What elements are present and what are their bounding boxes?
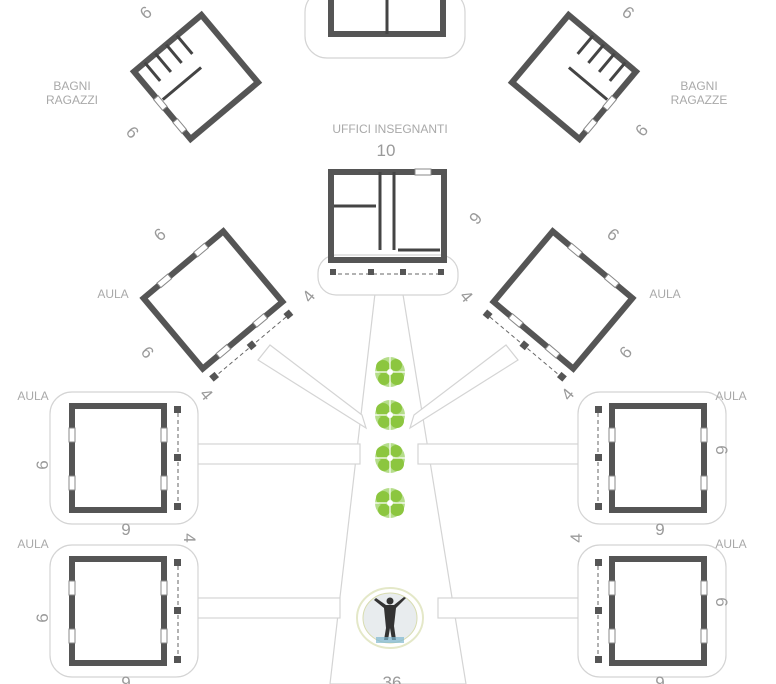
tree-icon <box>374 356 406 388</box>
uffici-label: UFFICI INSEGNANTI <box>332 122 447 136</box>
tree-icon <box>374 487 406 519</box>
dim-uffici-10: 10 <box>377 141 396 160</box>
aula-label-right-2: AULA <box>715 537 746 551</box>
dim-uffici-9: 9 <box>465 209 486 228</box>
tree-icon <box>374 442 406 474</box>
aula-label-right-rotated: AULA <box>649 287 680 301</box>
dim-aula-r1-9: 9 <box>655 520 664 539</box>
aula-label-left-1: AULA <box>17 389 48 403</box>
aula-label-left-2: AULA <box>17 537 48 551</box>
dim-aula-l2-9: 9 <box>121 673 130 684</box>
dim-aula-l2-6: 6 <box>33 613 52 622</box>
dim-aula-lr-4b: 4 <box>196 385 217 404</box>
dim-aula-rr-4b: 4 <box>557 385 578 404</box>
bagni-ragazzi-label-1: BAGNI <box>53 79 90 93</box>
dim-aula-rr-6: 6 <box>615 343 636 362</box>
association-logo <box>356 587 424 649</box>
dim-bagni-ragazzi-6: 6 <box>122 123 143 142</box>
dim-aula-r1-4: 4 <box>567 533 586 542</box>
top-center-building <box>328 0 446 37</box>
dim-aula-r2-9: 9 <box>655 673 664 684</box>
dim-aula-l1-6: 6 <box>33 460 52 469</box>
dim-aula-rr-9: 9 <box>604 224 623 245</box>
dim-bagni-ragazzi-9: 9 <box>136 2 155 23</box>
dim-aula-r2-6: 6 <box>712 597 731 606</box>
dim-aula-l1-4: 4 <box>180 533 199 542</box>
dim-aula-l1-9: 9 <box>121 520 130 539</box>
bagni-ragazze-label-2: RAGAZZE <box>671 93 728 107</box>
dim-aula-rr-4a: 4 <box>456 287 477 306</box>
dim-aula-lr-6: 6 <box>137 343 158 362</box>
bagni-ragazze-building <box>512 15 638 141</box>
bagni-ragazze-label-1: BAGNI <box>680 79 717 93</box>
dim-total-36: 36 <box>383 673 402 684</box>
bagni-ragazzi-label-2: RAGAZZI <box>46 93 98 107</box>
aula-label-right-1: AULA <box>715 389 746 403</box>
dim-aula-r1-6: 6 <box>712 445 731 454</box>
dim-aula-lr-4a: 4 <box>298 287 319 306</box>
dim-bagni-ragazze-6: 6 <box>631 121 652 140</box>
uffici-building <box>328 168 447 275</box>
aula-label-left-rotated: AULA <box>97 287 128 301</box>
bagni-ragazzi-building <box>132 15 258 141</box>
dim-bagni-ragazze-9: 9 <box>619 2 638 23</box>
tree-icon <box>374 399 406 431</box>
dim-aula-lr-9: 9 <box>150 224 169 245</box>
